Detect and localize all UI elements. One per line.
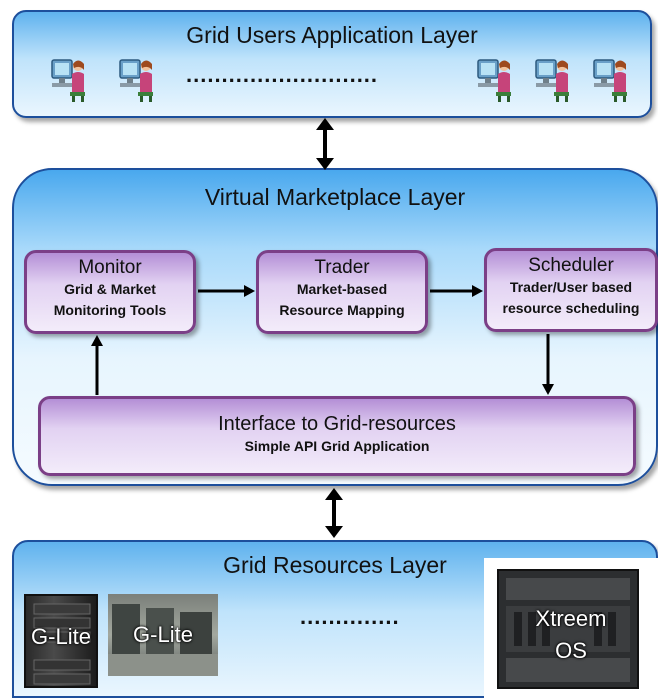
interface-box: Interface to Grid-resources Simple API G…	[38, 396, 636, 476]
scheduler-line2: resource scheduling	[502, 300, 640, 316]
users-ellipsis: ...........................	[186, 62, 379, 87]
user-computer-icon	[477, 59, 511, 102]
monitor-line1: Grid & Market	[64, 281, 156, 297]
trader-box: Trader Market-based Resource Mapping	[256, 250, 428, 334]
interface-title: Interface to Grid-resources	[218, 413, 456, 435]
scheduler-line1: Trader/User based	[509, 279, 633, 295]
user-computer-icon	[593, 59, 627, 102]
interface-subtitle: Simple API Grid Application	[244, 438, 430, 454]
monitor-title: Monitor	[78, 257, 142, 278]
trader-line2: Resource Mapping	[279, 302, 405, 318]
glite-server-rack-image: G-Lite	[24, 594, 98, 688]
cluster-room-icon	[108, 604, 218, 676]
xtreem-label: Xtreem	[535, 606, 607, 631]
scheduler-title: Scheduler	[528, 255, 614, 276]
grid-resources-layer-title: Grid Resources Layer	[223, 552, 447, 578]
trader-title: Trader	[314, 257, 370, 278]
user-computer-icon	[119, 59, 153, 102]
scheduler-box: Scheduler Trader/User based resource sch…	[484, 248, 658, 332]
glite-cluster-image: G-Lite	[108, 594, 218, 676]
os-label: OS	[555, 638, 587, 663]
glite-label-1: G-Lite	[31, 624, 91, 649]
users-marketplace-double-arrow	[316, 118, 334, 170]
blade-server-icon	[497, 569, 639, 689]
virtual-marketplace-layer-title: Virtual Marketplace Layer	[204, 184, 466, 210]
user-computer-icon	[51, 59, 85, 102]
server-rack-icon	[33, 603, 91, 685]
grid-users-layer-title: Grid Users Application Layer	[186, 22, 478, 48]
resources-ellipsis: ..............	[300, 604, 400, 629]
xtreemos-server-image: Xtreem OS	[484, 558, 658, 698]
marketplace-resources-double-arrow	[325, 488, 343, 538]
glite-label-2: G-Lite	[133, 622, 193, 647]
trader-line1: Market-based	[296, 281, 388, 297]
monitor-line2: Monitoring Tools	[53, 302, 167, 318]
monitor-box: Monitor Grid & Market Monitoring Tools	[24, 250, 196, 334]
user-computer-icon	[535, 59, 569, 102]
